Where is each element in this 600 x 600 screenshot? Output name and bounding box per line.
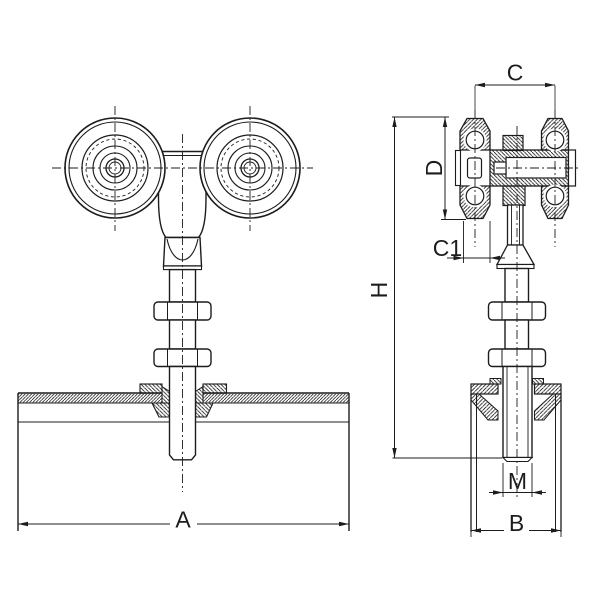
cone-seat-side — [495, 244, 536, 266]
axle-end-left — [454, 149, 462, 187]
dim-label-D: D — [421, 160, 447, 177]
arrow-right — [339, 521, 349, 527]
dim-B: B — [470, 510, 562, 537]
dim-label-M: M — [508, 468, 527, 494]
front-view: A — [17, 106, 350, 533]
dim-H: H — [366, 117, 502, 459]
arrow-right — [490, 255, 500, 261]
dim-M: M — [489, 463, 546, 497]
arrow-left — [471, 528, 481, 533]
arrow-down — [392, 448, 397, 458]
arrow-down — [442, 209, 448, 220]
arrow-left — [18, 521, 28, 527]
axle-key-bottom — [502, 185, 526, 207]
centerlines-front — [52, 106, 313, 492]
dim-A: A — [18, 507, 349, 533]
arrow-left — [453, 255, 464, 261]
dim-C: C — [475, 60, 555, 88]
dim-label-A: A — [175, 507, 191, 533]
track-panel — [17, 392, 350, 531]
dim-label-B: B — [509, 510, 524, 536]
axle-key-top — [502, 134, 524, 152]
dim-label-C: C — [507, 60, 524, 86]
dim-label-C1: C1 — [433, 235, 462, 261]
arrow-left — [493, 490, 503, 495]
arrow-up — [442, 117, 448, 127]
arrow-right — [551, 528, 561, 533]
centerlines-side — [474, 85, 579, 500]
arrow-left — [475, 82, 485, 88]
dim-D: D — [392, 116, 466, 220]
suspension-bolt-side — [487, 204, 547, 463]
bolt-tip — [501, 456, 534, 463]
dim-C1: C1 — [433, 221, 505, 263]
side-view: C D H C1 — [366, 60, 579, 537]
arrow-up — [392, 117, 397, 127]
arrow-right — [545, 82, 555, 88]
mounting-channel — [470, 378, 562, 532]
dim-label-H: H — [366, 282, 392, 299]
panel-bushing — [139, 383, 228, 418]
arrow-right — [532, 490, 542, 495]
